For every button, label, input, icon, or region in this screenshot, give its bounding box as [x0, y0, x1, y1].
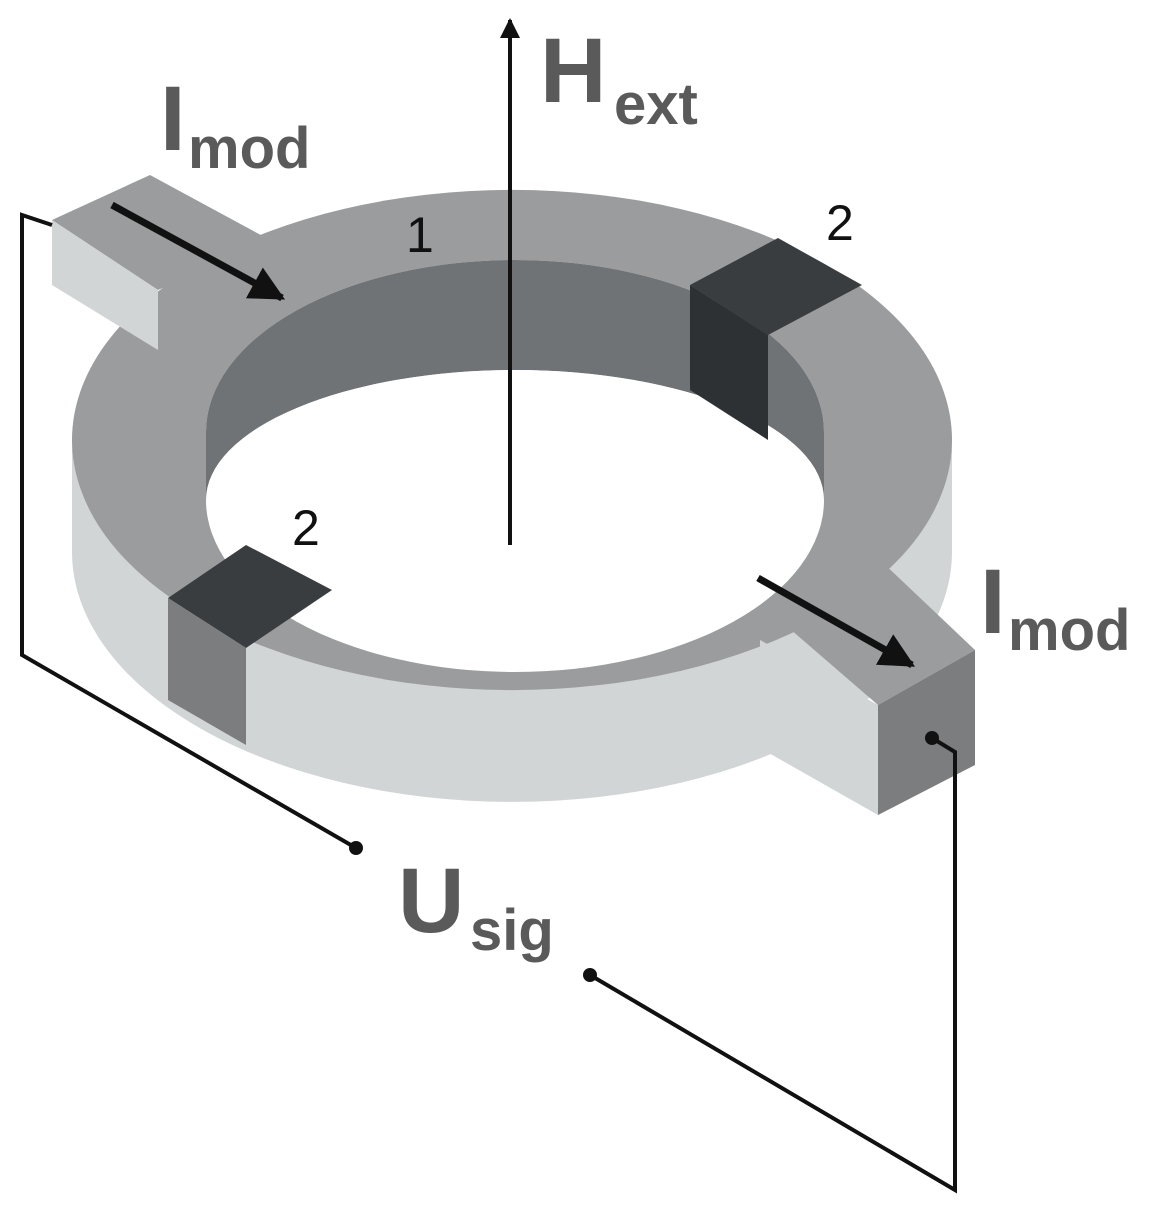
i-mod-in-label: I mod	[160, 68, 310, 181]
ring-body	[71, 189, 953, 802]
i-mod-out-label: I mod	[980, 551, 1130, 663]
ring-inner-wall	[206, 260, 824, 500]
ring-outer-wall	[72, 440, 952, 802]
region-1-label: 1	[406, 207, 434, 263]
right-signal-wire	[588, 736, 957, 1194]
right-contact-arm	[760, 560, 975, 815]
u-sig-label: U sig	[398, 850, 554, 963]
region-2-bottom-label: 2	[292, 500, 320, 556]
ring-hole	[206, 370, 824, 672]
region-2-top-label: 2	[826, 195, 854, 251]
right-arm-top	[768, 560, 975, 705]
right-terminal	[583, 968, 597, 982]
signal-wiring	[20, 212, 957, 1194]
right-arm-end	[878, 650, 975, 815]
contact-bottom-left-wall	[168, 598, 246, 745]
right-contact-point	[925, 731, 939, 745]
left-signal-wire	[20, 212, 358, 850]
i-mod-in-arrow	[110, 201, 286, 302]
contact-top-right-top	[690, 238, 862, 335]
contact-region-top-right	[690, 238, 862, 440]
left-arm-front	[52, 220, 158, 350]
h-ext-label: H ext	[540, 20, 698, 137]
contact-bottom-left-top	[168, 545, 332, 648]
right-arm-front	[760, 640, 878, 815]
contact-region-bottom-left	[168, 545, 332, 745]
i-mod-out-arrow	[756, 574, 916, 669]
left-terminal	[349, 841, 363, 855]
contact-top-right-wall	[690, 285, 768, 440]
